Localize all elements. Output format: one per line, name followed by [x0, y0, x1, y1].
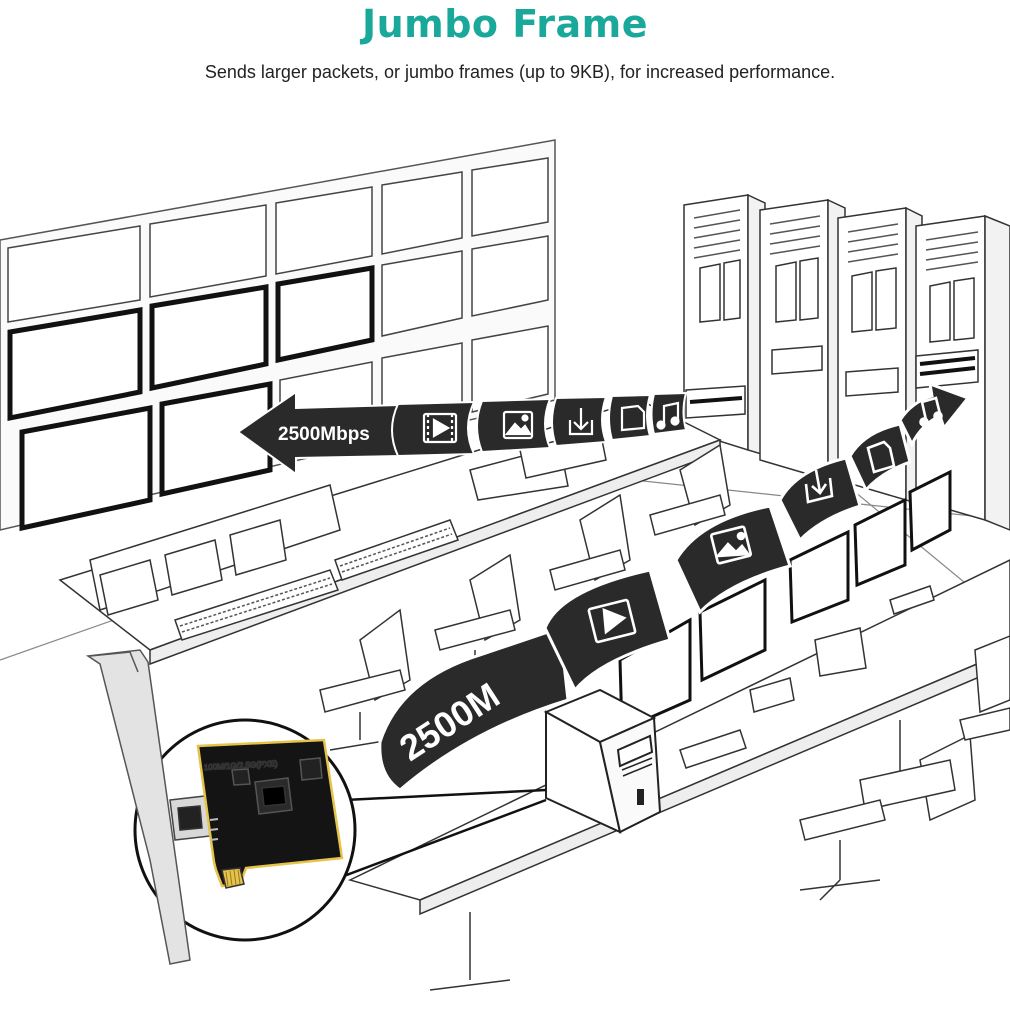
office-chair: [549, 493, 631, 591]
server-rack: [915, 214, 1010, 531]
image-icon: [710, 525, 752, 565]
outbound-speed-label: 2500Mbps: [278, 424, 370, 445]
server-rack: [683, 193, 766, 457]
music-icon: [656, 401, 680, 430]
video-icon: [587, 598, 637, 644]
download-icon: [804, 469, 834, 504]
office-chair: [434, 553, 521, 687]
operator-desk-back: [58, 399, 722, 666]
network-card-callout: 100M/1G/2.5G(PXE): [85, 649, 547, 965]
office-chair: [319, 608, 411, 751]
inbound-stream: 2500M: [378, 381, 971, 792]
office-chairs-front: [799, 635, 1010, 901]
page-title: Jumbo Frame: [361, 2, 649, 46]
server-racks: [683, 193, 1010, 531]
server-rack: [759, 198, 846, 487]
music-icon: [919, 396, 943, 427]
page-subtitle: Sends larger packets, or jumbo frames (u…: [204, 62, 836, 82]
desk-monitors: [618, 469, 952, 733]
video-icon: [422, 412, 458, 444]
outbound-stream: 2500Mbps: [236, 390, 688, 476]
office-chair: [649, 443, 731, 536]
download-icon: [568, 408, 594, 436]
pcie-contacts: [221, 867, 245, 889]
operator-desk-front: [347, 469, 1010, 991]
document-icon: [620, 404, 646, 432]
stream-segment: [848, 422, 912, 493]
stream-segment: [378, 625, 570, 792]
wall-screens: [7, 157, 549, 532]
pcie-network-card: 100M/1G/2.5G(PXE): [85, 649, 344, 965]
office-chairs: [319, 443, 731, 751]
office-chair: [799, 733, 976, 901]
office-chair: [959, 635, 1010, 741]
document-icon: [866, 440, 896, 474]
pc-tower: [543, 688, 662, 834]
stream-segment: [650, 391, 688, 436]
image-icon: [502, 410, 534, 440]
stream-segment: [551, 395, 608, 448]
